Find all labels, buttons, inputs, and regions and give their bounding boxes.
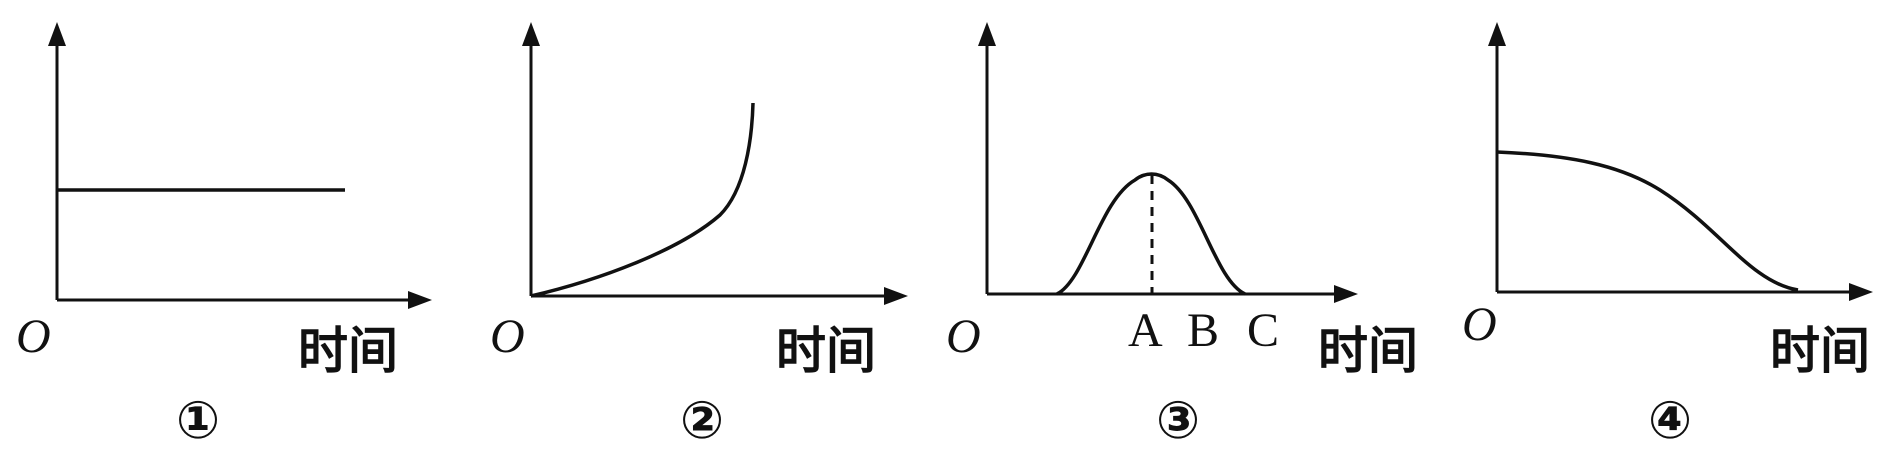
panel-4-y-arrow (1488, 22, 1506, 46)
panel-3: O A B C 时间 ③ (946, 22, 1418, 451)
panel-4-x-arrow (1849, 283, 1873, 301)
panel-3-point-c: C (1247, 304, 1279, 357)
panel-4-x-axis-label: 时间 (1770, 322, 1870, 380)
panel-2: O 时间 ② (490, 22, 908, 451)
panel-3-origin-label: O (946, 310, 981, 363)
panel-3-curve (1056, 172, 1246, 296)
panel-1-y-arrow (48, 22, 66, 46)
panel-4-number: ④ (1648, 391, 1692, 451)
panel-2-x-axis-label: 时间 (776, 322, 876, 380)
panel-3-point-b: B (1187, 304, 1219, 357)
panel-2-y-arrow (522, 22, 540, 46)
panel-2-number: ② (680, 391, 724, 451)
panel-1-x-axis-label: 时间 (298, 322, 398, 380)
panel-2-x-arrow (884, 287, 908, 305)
panel-2-curve (530, 102, 755, 298)
panel-3-number: ③ (1156, 391, 1200, 451)
panel-2-origin-label: O (490, 310, 525, 363)
panel-1: O 时间 ① (16, 22, 432, 451)
panel-3-y-arrow (978, 22, 996, 46)
panel-3-x-arrow (1334, 285, 1358, 303)
panel-3-x-axis-label: 时间 (1318, 322, 1418, 380)
panel-3-point-a: A (1128, 304, 1163, 357)
panel-4-curve (1496, 150, 1799, 292)
panel-1-x-arrow (408, 291, 432, 309)
panel-4: O 时间 ④ (1462, 22, 1873, 451)
panel-1-number: ① (176, 391, 220, 451)
panel-4-origin-label: O (1462, 298, 1497, 351)
panel-1-origin-label: O (16, 310, 51, 363)
